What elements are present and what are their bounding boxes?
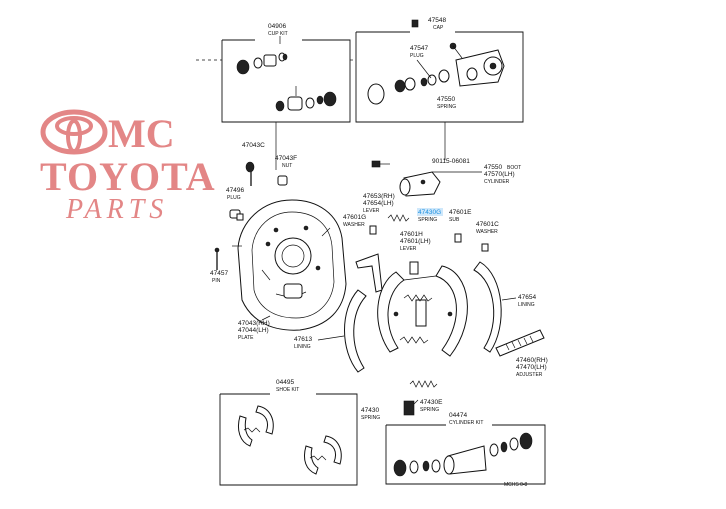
label-47570[interactable]: 47570(LH) (484, 171, 515, 178)
group-wheel-cylinder: 47548 CAP 47547 PLUG 47550 SPRING (355, 17, 524, 123)
label-47043f-sub: NUT (282, 163, 292, 169)
group-brake-shoes (377, 261, 468, 357)
label-47457[interactable]: 47457 (210, 270, 228, 277)
label-47613-sub: LINING (294, 344, 311, 350)
label-47550-boot-sub: BOOT (507, 165, 521, 171)
label-47654[interactable]: 47654(LH) (363, 200, 394, 207)
group-adjuster: 47460(RH) 47470(LH) ADJUSTER (495, 329, 548, 378)
cup-part (236, 59, 250, 75)
lining-right (473, 261, 502, 353)
backing-plate: 47043(RH) 47044(LH) PLATE (232, 199, 347, 341)
footer-code: MCHS 0-8 (504, 482, 528, 488)
group-center-cylinder: 90115-06081 47550 BOOT 47570(LH) CYLINDE… (371, 158, 521, 197)
label-47654-sub: LEVER (363, 208, 380, 214)
coil-spring-part (387, 214, 410, 222)
watermark-line3: PARTS (65, 194, 168, 225)
group-fasteners-left: 47043C 47043F NUT 47496 PLUG 47457 PIN (210, 142, 297, 284)
group-lower-spring: 47430E SPRING (403, 380, 443, 416)
group-linings: 47613 LINING 47654 LINING (294, 261, 536, 373)
label-47430-sub: SPRING (361, 415, 380, 421)
watermark-line2: TOYOTA (40, 154, 216, 199)
label-47653[interactable]: 47653(RH) (363, 193, 395, 200)
label-47043-rh[interactable]: 47043(RH) (238, 320, 270, 327)
label-47470[interactable]: 47470(LH) (516, 364, 547, 371)
label-47601h[interactable]: 47601H (400, 231, 423, 238)
label-47460[interactable]: 47460(RH) (516, 357, 548, 364)
label-47601h2[interactable]: 47601(LH) (400, 238, 431, 245)
label-4704-sub: PLATE (238, 335, 254, 341)
label-04906-sub: CUP KIT (268, 31, 288, 37)
label-04495[interactable]: 04495 (276, 379, 294, 386)
label-47430[interactable]: 47430 (361, 407, 379, 414)
label-47457-sub: PIN (212, 278, 221, 284)
label-47601c-sub: WASHER (476, 229, 498, 235)
label-47548[interactable]: 47548 (428, 17, 446, 24)
label-47570-sub: CYLINDER (484, 179, 510, 185)
label-47654-lining[interactable]: 47654 (518, 294, 536, 301)
label-04474-sub: CYLINDER KIT (449, 420, 483, 426)
label-47601e-sub: SUB (449, 217, 460, 223)
label-47654-lining-sub: LINING (518, 302, 535, 308)
label-47430g-sub: SPRING (418, 217, 437, 223)
label-47550-spring[interactable]: 47550 (437, 96, 455, 103)
label-47043c[interactable]: 47043C (242, 142, 265, 149)
label-47430g[interactable]: 47430G (418, 209, 441, 216)
watermark-logo: MC TOYOTA PARTS (40, 109, 216, 225)
label-47601g[interactable]: 47601G (343, 214, 366, 221)
label-47613[interactable]: 47613 (294, 336, 312, 343)
label-47601c[interactable]: 47601C (476, 221, 499, 228)
lining-left (344, 289, 367, 373)
label-47430e[interactable]: 47430E (420, 399, 443, 406)
toyota-emblem-icon (40, 109, 108, 155)
label-90115[interactable]: 90115-06081 (432, 158, 470, 165)
group-cylinder-kit: 04474 CYLINDER KIT MCHS 0-8 (385, 412, 546, 488)
group-cup-kit: 04906 CUP KIT (221, 23, 351, 123)
label-47044-lh[interactable]: 47044(LH) (238, 327, 269, 334)
label-47547[interactable]: 47547 (410, 45, 428, 52)
label-47548-sub: CAP (433, 25, 444, 31)
label-04495-sub: SHOE KIT (276, 387, 299, 393)
label-47547-sub: PLUG (410, 53, 424, 59)
label-47430e-sub: SPRING (420, 407, 439, 413)
label-47601g-sub: WASHER (343, 222, 365, 228)
label-47550-boot[interactable]: 47550 (484, 164, 502, 171)
highlight-47430g (417, 208, 443, 216)
label-47496[interactable]: 47496 (226, 187, 244, 194)
label-04474[interactable]: 04474 (449, 412, 467, 419)
group-springs-levers: 47653(RH) 47654(LH) LEVER 47601G WASHER … (343, 193, 499, 293)
label-04906[interactable]: 04906 (268, 23, 286, 30)
leader-lines (196, 59, 446, 170)
label-47043f[interactable]: 47043F (275, 155, 297, 162)
group-shoe-kit: 04495 SHOE KIT 47430 SPRING (219, 379, 380, 486)
label-47496-sub: PLUG (227, 195, 241, 201)
label-47601h-sub: LEVER (400, 246, 417, 252)
label-4746-sub: ADJUSTER (516, 372, 543, 378)
watermark-line1: MC (108, 111, 175, 156)
label-47550-spring-sub: SPRING (437, 104, 456, 110)
label-47601e[interactable]: 47601E (449, 209, 472, 216)
